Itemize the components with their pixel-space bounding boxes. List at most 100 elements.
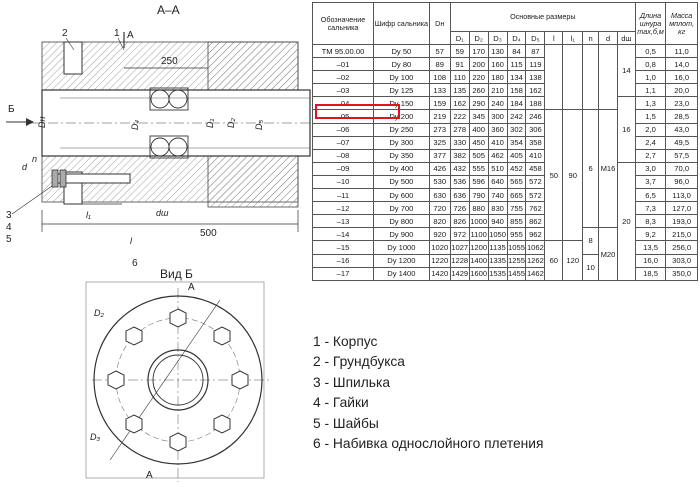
cell-designation: –14 xyxy=(312,227,374,242)
callout-1: 1 xyxy=(114,28,120,39)
cell-d1: 162 xyxy=(449,96,470,111)
cell-d5: 188 xyxy=(525,96,546,111)
cell-mass: 28,5 xyxy=(665,109,698,124)
cell-len: 1,3 xyxy=(634,96,667,111)
cell-dn: 1020 xyxy=(428,240,451,255)
view-label-d3: D₃ xyxy=(90,432,100,442)
cell-d: М16 xyxy=(598,109,618,229)
cell-n: 10 xyxy=(582,253,599,281)
cell-d3: 210 xyxy=(487,83,508,98)
section-title: А–А xyxy=(157,3,180,17)
cell-code: Dу 350 xyxy=(373,148,430,163)
cell-d1: 59 xyxy=(449,43,470,59)
technical-drawing: А–А А 250 500 l₁ l Dн D₄ D₁ D₂ D₅ d n dш… xyxy=(0,0,312,490)
cell-n xyxy=(582,43,599,111)
cell-d5: 762 xyxy=(525,201,546,216)
cell-dn: 630 xyxy=(428,188,451,203)
header-d3: D₃ xyxy=(487,31,508,45)
legend-item: 3 - Шпилька xyxy=(313,374,391,390)
cell-d1: 1228 xyxy=(449,253,470,268)
cell-d: М20 xyxy=(598,227,618,281)
cell-d1: 135 xyxy=(449,83,470,98)
header-n: n xyxy=(582,31,599,45)
cell-dn: 377 xyxy=(428,148,451,163)
cell-d1: 636 xyxy=(449,188,470,203)
cell-len: 2,7 xyxy=(634,148,667,163)
dimension-l: l xyxy=(130,236,133,246)
cell-dn: 108 xyxy=(428,70,451,85)
header-d2: D₂ xyxy=(468,31,489,45)
cell-d5: 410 xyxy=(525,148,546,163)
cell-d5: 458 xyxy=(525,161,546,176)
cell-mass: 127,0 xyxy=(665,201,698,216)
cell-len: 1,1 xyxy=(634,83,667,98)
cell-d4: 302 xyxy=(506,122,527,137)
cell-mass: 16,0 xyxy=(665,70,698,85)
cell-len: 3,0 xyxy=(634,161,667,176)
cell-dn: 219 xyxy=(428,109,451,124)
cell-len: 2,4 xyxy=(634,135,667,150)
cell-dn: 159 xyxy=(428,96,451,111)
cell-d3: 462 xyxy=(487,148,508,163)
cell-d5: 306 xyxy=(525,122,546,137)
dimension-500: 500 xyxy=(200,228,217,239)
cell-d1: 972 xyxy=(449,227,470,242)
cell-d3: 830 xyxy=(487,201,508,216)
callout-2: 2 xyxy=(62,28,68,39)
cell-len: 0,5 xyxy=(634,43,667,59)
cell-d1: 826 xyxy=(449,214,470,229)
cell-d4: 452 xyxy=(506,161,527,176)
cell-d2: 345 xyxy=(468,109,489,124)
legend-item: 5 - Шайбы xyxy=(313,415,379,431)
cell-d5: 1462 xyxy=(525,266,546,281)
cell-d2: 220 xyxy=(468,70,489,85)
cell-len: 13,5 xyxy=(634,240,667,255)
cell-designation: –17 xyxy=(312,266,374,281)
view-title: Вид Б xyxy=(160,267,193,281)
cell-code: Dу 150 xyxy=(373,96,430,111)
cell-d4: 354 xyxy=(506,135,527,150)
cell-dn: 820 xyxy=(428,214,451,229)
cell-d5: 358 xyxy=(525,135,546,150)
cell-d5: 572 xyxy=(525,174,546,190)
label-n: n xyxy=(32,154,37,164)
cell-designation: –10 xyxy=(312,174,374,190)
cell-d1: 1027 xyxy=(449,240,470,255)
cell-len: 2,0 xyxy=(634,122,667,137)
callout-6: 6 xyxy=(132,258,138,269)
cell-d5: 87 xyxy=(525,43,546,59)
cell-code: Dу 1000 xyxy=(373,240,430,255)
cell-d4: 665 xyxy=(506,188,527,203)
cell-d1: 432 xyxy=(449,161,470,176)
cell-code: Dу 500 xyxy=(373,174,430,190)
cell-d2: 290 xyxy=(468,96,489,111)
cell-dsh: 20 xyxy=(616,161,636,281)
cell-mass: 350,0 xyxy=(665,266,698,281)
cell-d5: 119 xyxy=(525,57,546,72)
cell-mass: 70,0 xyxy=(665,161,698,176)
cell-mass: 256,0 xyxy=(665,240,698,255)
cell-d5: 1262 xyxy=(525,253,546,268)
cell-d3: 640 xyxy=(487,174,508,190)
cell-d3: 410 xyxy=(487,135,508,150)
header-dsh: dш xyxy=(616,31,636,45)
cell-len: 9,2 xyxy=(634,227,667,242)
header-main-dims: Основные размеры xyxy=(449,2,636,32)
cell-d3: 940 xyxy=(487,214,508,229)
cell-dsh: 14 xyxy=(616,43,636,98)
label-dsh: dш xyxy=(156,208,169,218)
header-dn: Dн xyxy=(428,2,451,45)
cut-marker-a: А xyxy=(127,30,134,41)
cell-d2: 1100 xyxy=(468,227,489,242)
cell-d4: 1455 xyxy=(506,266,527,281)
cell-designation: ТМ 95.00.00 xyxy=(312,43,374,59)
cell-l1: 90 xyxy=(562,109,584,242)
cell-designation: –06 xyxy=(312,122,374,137)
callout-4: 4 xyxy=(6,222,12,233)
